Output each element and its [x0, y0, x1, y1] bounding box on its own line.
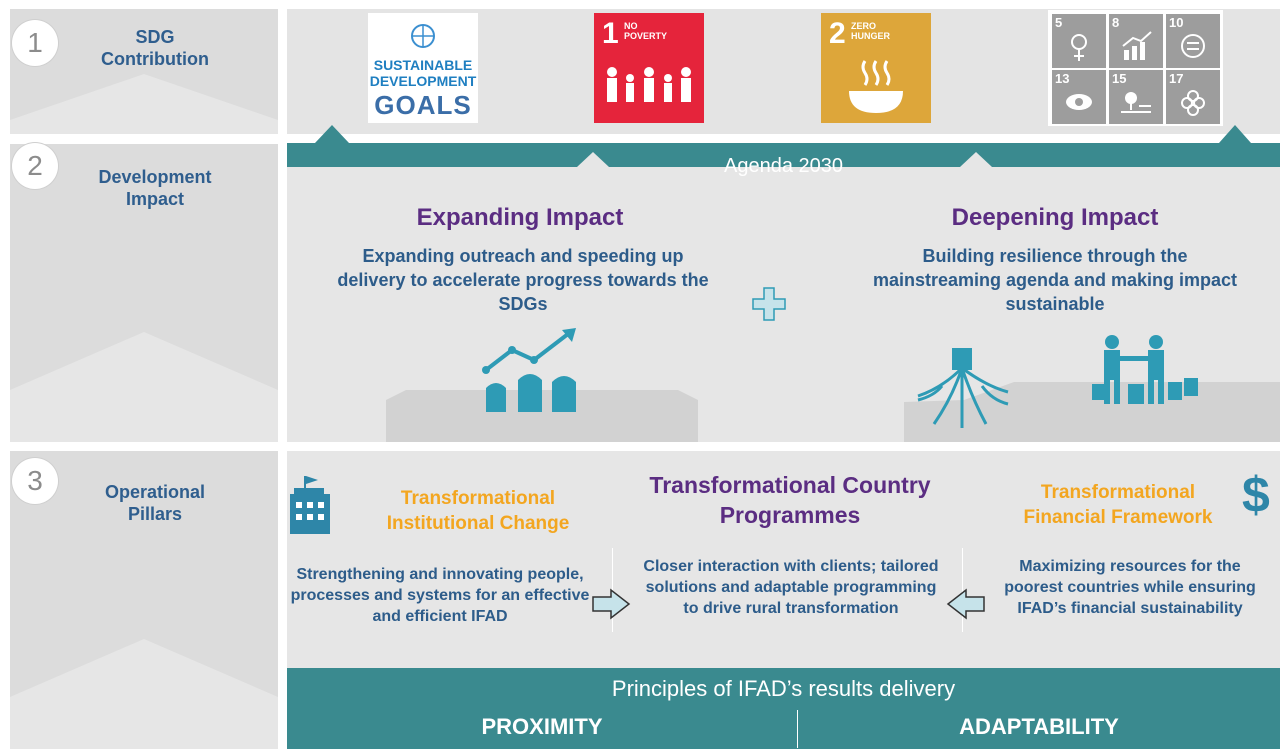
- family-people-icon: [607, 67, 691, 102]
- partnerships-icon: [1181, 90, 1205, 116]
- dollar-icon: $: [1242, 467, 1270, 523]
- economic-growth-icon: [1122, 31, 1152, 60]
- expanding-impact-body: Expanding outreach and speeding up deliv…: [337, 246, 709, 314]
- row3-number-badge: 3: [12, 458, 58, 504]
- sdg-goal1-number: 1: [602, 17, 619, 50]
- arrow-right-icon: [592, 588, 631, 620]
- sdg-goal8-cell: 8: [1109, 14, 1163, 68]
- deepening-impact-title: Deepening Impact: [951, 204, 1159, 231]
- principles-title: Principles of IFAD’s results delivery: [611, 676, 956, 701]
- principle-proximity: PROXIMITY: [481, 714, 603, 739]
- gender-equality-icon: [1071, 34, 1087, 61]
- sdg-goal15-number: 15: [1112, 71, 1127, 86]
- sdg-goal2-text-line2: HUNGER: [851, 31, 891, 41]
- sdg-logo-line2: DEVELOPMENT: [369, 73, 477, 89]
- row3-label: Operational Pillars: [80, 481, 230, 525]
- sdg-goal10-cell: 10: [1166, 14, 1220, 68]
- climate-action-icon: [1066, 94, 1092, 110]
- deepening-ground-shape: [904, 382, 1280, 442]
- financial-framework-body: Maximizing resources for the poorest cou…: [1004, 558, 1256, 617]
- farmers-handshake-icon: [1092, 335, 1198, 404]
- deepening-impact-body: Building resilience through the mainstre…: [872, 246, 1238, 314]
- sdg-goal13-cell: 13: [1052, 70, 1106, 124]
- sdg-goal-grid: 5 8 10 13 15 17: [1052, 14, 1220, 124]
- principles-band: [287, 668, 1280, 749]
- sdg-goal1-tile: 1 NO POVERTY: [594, 13, 704, 123]
- agenda-banner-shape: [287, 125, 1280, 167]
- sdg-goal13-number: 13: [1055, 71, 1070, 86]
- row2-label: Development Impact: [80, 166, 230, 210]
- row3-left-band: [10, 451, 278, 749]
- row3-chevron-decoration: [10, 639, 278, 749]
- row1-number-badge: 1: [12, 20, 58, 66]
- sdg-goal17-number: 17: [1169, 71, 1184, 86]
- sdg-goal5-cell: 5: [1052, 14, 1106, 68]
- pillar-divider-left: [612, 548, 613, 632]
- sdg-goal2-number: 2: [829, 17, 846, 50]
- plus-icon: [752, 287, 786, 321]
- food-bowl-icon: [849, 60, 903, 113]
- sdg-goal2-tile: 2 ZERO HUNGER: [821, 13, 931, 123]
- tree-roots-icon: [917, 348, 1009, 428]
- principles-divider: [797, 710, 798, 748]
- expanding-ground-shape: [386, 390, 698, 442]
- un-emblem-icon: [411, 24, 435, 48]
- arrow-left-icon: [946, 588, 985, 620]
- row2-chevron-decoration: [10, 332, 278, 442]
- sdg-goal10-number: 10: [1169, 15, 1184, 30]
- row2-left-band: [10, 144, 278, 442]
- sdg-goal2-text-line1: ZERO: [851, 21, 877, 31]
- institution-building-icon: [290, 476, 330, 534]
- row2-number-badge: 2: [12, 143, 58, 189]
- sdg-logo-line3: GOALS: [374, 90, 472, 120]
- agenda-title: Agenda 2030: [723, 155, 843, 177]
- principle-adaptability: ADAPTABILITY: [959, 714, 1119, 739]
- sdg-goal8-number: 8: [1112, 15, 1120, 30]
- growth-sacks-icon: [482, 328, 576, 412]
- sdg-goal1-text-line1: NO: [624, 21, 638, 31]
- row2-label-line1: Development: [98, 167, 212, 187]
- country-programmes-title: Transformational Country Programmes: [649, 472, 931, 528]
- row1-label-line1: SDG: [135, 27, 175, 47]
- sdg-goal17-cell: 17: [1166, 70, 1220, 124]
- sdg-logo-tile: SUSTAINABLE DEVELOPMENT GOALS: [368, 13, 478, 123]
- sdg-goal5-number: 5: [1055, 15, 1063, 30]
- row1-label: SDG Contribution: [80, 26, 230, 70]
- row3-label-line2: Pillars: [127, 504, 183, 524]
- institutional-change-title: Transformational Institutional Change: [386, 488, 570, 534]
- row3-label-line1: Operational: [104, 482, 206, 502]
- reduced-inequalities-icon: [1181, 34, 1205, 58]
- row1-chevron-decoration: [10, 74, 278, 134]
- sdg-logo-line1: SUSTAINABLE: [373, 57, 473, 73]
- life-on-land-icon: [1121, 92, 1151, 113]
- pillar-divider-right: [962, 548, 963, 632]
- expanding-impact-title: Expanding Impact: [416, 204, 624, 231]
- row1-left-band: [10, 9, 278, 134]
- sdg-goal1-text-line2: POVERTY: [624, 31, 668, 41]
- sdg-goal15-cell: 15: [1109, 70, 1163, 124]
- row2-label-line2: Impact: [125, 189, 185, 209]
- financial-framework-title: Transformational Financial Framework: [1023, 482, 1213, 528]
- country-programmes-body: Closer interaction with clients; tailore…: [643, 558, 939, 617]
- institutional-change-body: Strengthening and innovating people, pro…: [290, 566, 590, 625]
- row1-label-line2: Contribution: [101, 49, 209, 69]
